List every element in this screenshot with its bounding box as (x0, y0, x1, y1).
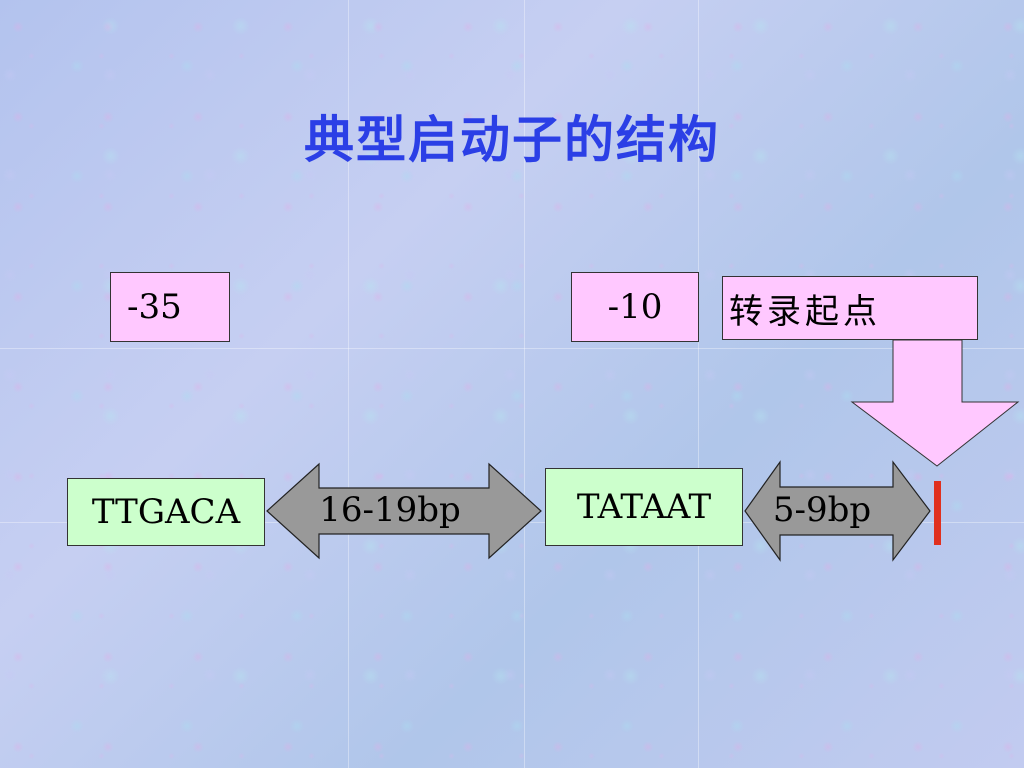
tss-down-arrow (850, 339, 1020, 467)
tss-label-box: 转录起点 (722, 276, 978, 340)
tataat-sequence: TATAAT (576, 487, 712, 527)
start-site-marker (934, 481, 941, 545)
gap2-label: 5-9bp (772, 490, 872, 530)
minus35-label-box: -35 (110, 272, 230, 342)
ttgaca-sequence: TTGACA (91, 492, 241, 532)
slide-title: 典型启动子的结构 (304, 111, 720, 169)
tile-seam (0, 348, 1024, 349)
tataat-box: TATAAT (545, 468, 743, 546)
ttgaca-box: TTGACA (67, 478, 265, 546)
tile-seam (524, 0, 525, 768)
minus35-label: -35 (127, 287, 182, 327)
minus10-label: -10 (607, 287, 663, 327)
gap2-double-arrow (744, 460, 931, 562)
gap1-double-arrow (266, 462, 542, 560)
tile-seam (348, 0, 349, 768)
minus10-label-box: -10 (571, 272, 699, 342)
gap1-label: 16-19bp (319, 490, 461, 530)
tss-label: 转录起点 (729, 291, 881, 332)
tile-seam (698, 0, 699, 768)
